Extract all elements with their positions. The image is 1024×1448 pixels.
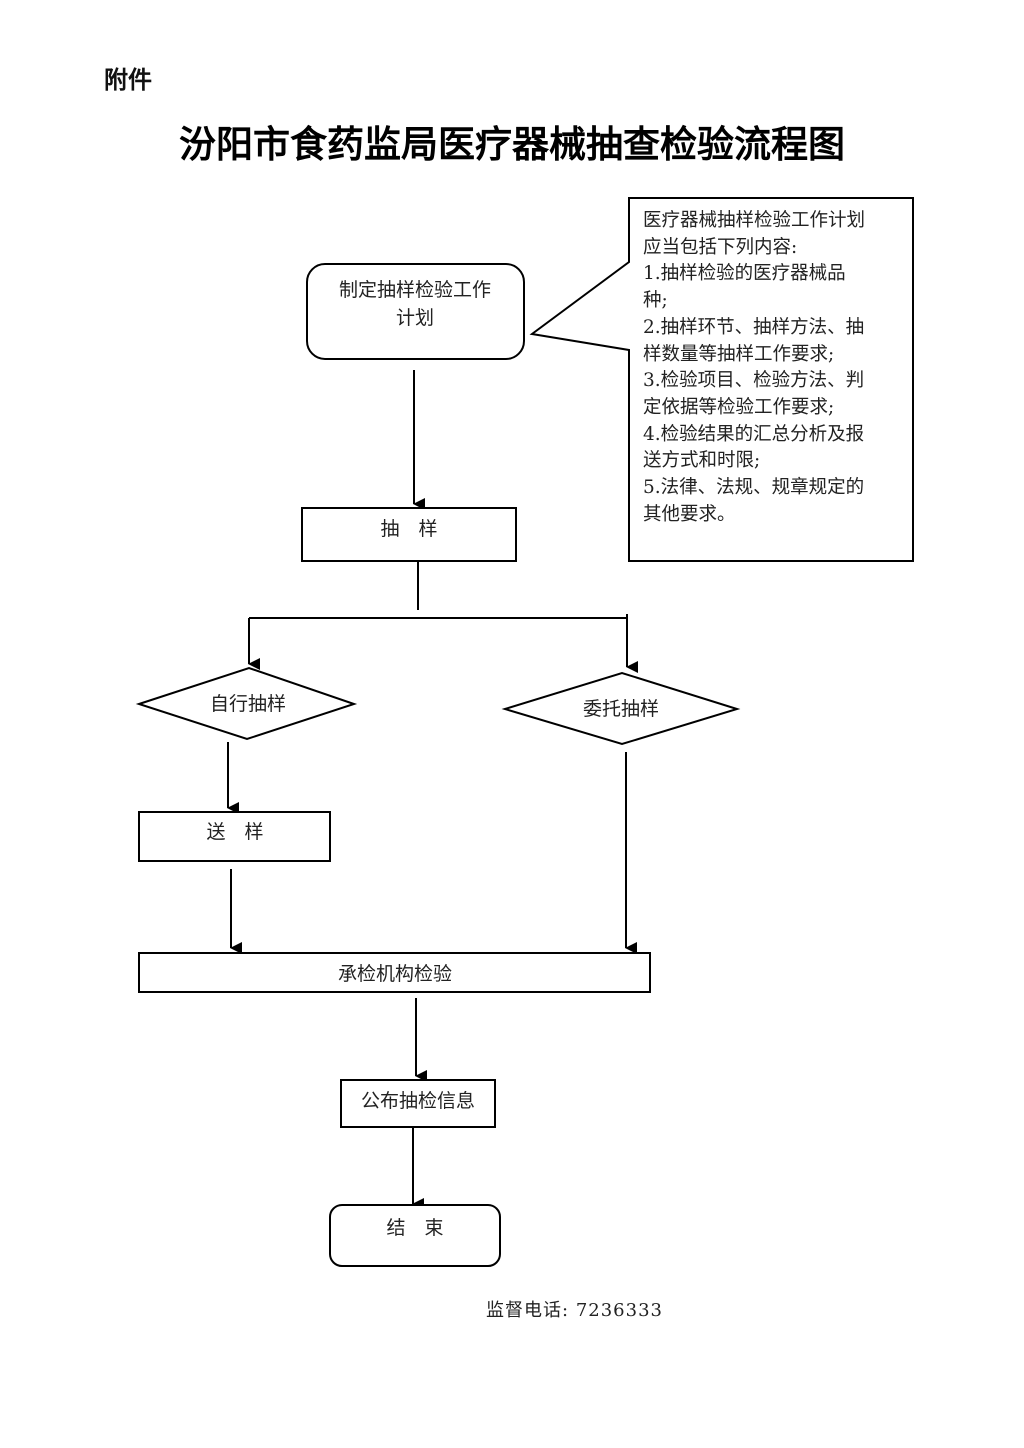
node-sampling-shape: [301, 507, 517, 562]
node-entrusted-sampling: 委托抽样: [501, 671, 741, 746]
node-publish-label: 公布抽检信息: [361, 1090, 475, 1112]
phone-label: 监督电话:: [486, 1300, 570, 1321]
node-end: 结 束: [329, 1204, 501, 1267]
node-end-label: 结 束: [386, 1217, 443, 1239]
node-send-sample-shape: [138, 811, 331, 862]
node-publish: 公布抽检信息: [340, 1079, 496, 1128]
callout-line: 1.抽样检验的医疗器械品: [643, 263, 846, 285]
supervision-phone: 监督电话: 7236333: [486, 1296, 663, 1322]
node-plan-label-2: 计划: [396, 307, 434, 329]
callout-line: 样数量等抽样工作要求;: [643, 343, 835, 365]
callout-line: 4.检验结果的汇总分析及报: [643, 423, 865, 445]
callout-shape: [529, 197, 914, 562]
callout-line: 其他要求。: [643, 503, 736, 525]
node-self-sampling-shape: [135, 666, 358, 741]
callout-line: 种;: [643, 290, 668, 312]
callout-line: 应当包括下列内容:: [643, 236, 798, 258]
node-inspection-shape: [138, 952, 651, 993]
node-entrusted-sampling-label: 委托抽样: [583, 698, 659, 720]
callout-note: [529, 197, 914, 562]
node-publish-shape: [340, 1079, 496, 1128]
node-send-sample-label: 送 样: [206, 821, 263, 843]
attachment-label: 附件: [104, 66, 152, 94]
callout-line: 医疗器械抽样检验工作计划: [643, 210, 866, 231]
node-end-shape: [329, 1204, 501, 1267]
node-inspection: 承检机构检验: [138, 952, 651, 993]
node-entrusted-sampling-shape: [501, 671, 741, 746]
node-sampling: 抽 样: [301, 507, 517, 562]
callout-line: 5.法律、法规、规章规定的: [643, 477, 865, 499]
node-self-sampling: 自行抽样: [135, 666, 358, 741]
callout-line: 定依据等检验工作要求;: [643, 396, 835, 418]
node-send-sample: 送 样: [138, 811, 331, 862]
node-plan-label-1: 制定抽样检验工作: [339, 279, 491, 301]
node-sampling-label: 抽 样: [380, 518, 437, 540]
node-plan: 制定抽样检验工作 计划: [306, 263, 525, 360]
callout-line: 送方式和时限;: [643, 450, 761, 472]
node-inspection-label: 承检机构检验: [338, 963, 452, 985]
callout-line: 2.抽样环节、抽样方法、抽: [643, 316, 865, 338]
node-plan-shape: [306, 263, 525, 360]
phone-number: 7236333: [575, 1300, 663, 1321]
callout-line: 3.检验项目、检验方法、判: [643, 370, 865, 392]
page-title: 汾阳市食药监局医疗器械抽查检验流程图: [179, 122, 845, 166]
node-self-sampling-label: 自行抽样: [210, 693, 286, 715]
callout-text: 医疗器械抽样检验工作计划 应当包括下列内容: 1.抽样检验的医疗器械品 种; 2…: [643, 208, 905, 528]
